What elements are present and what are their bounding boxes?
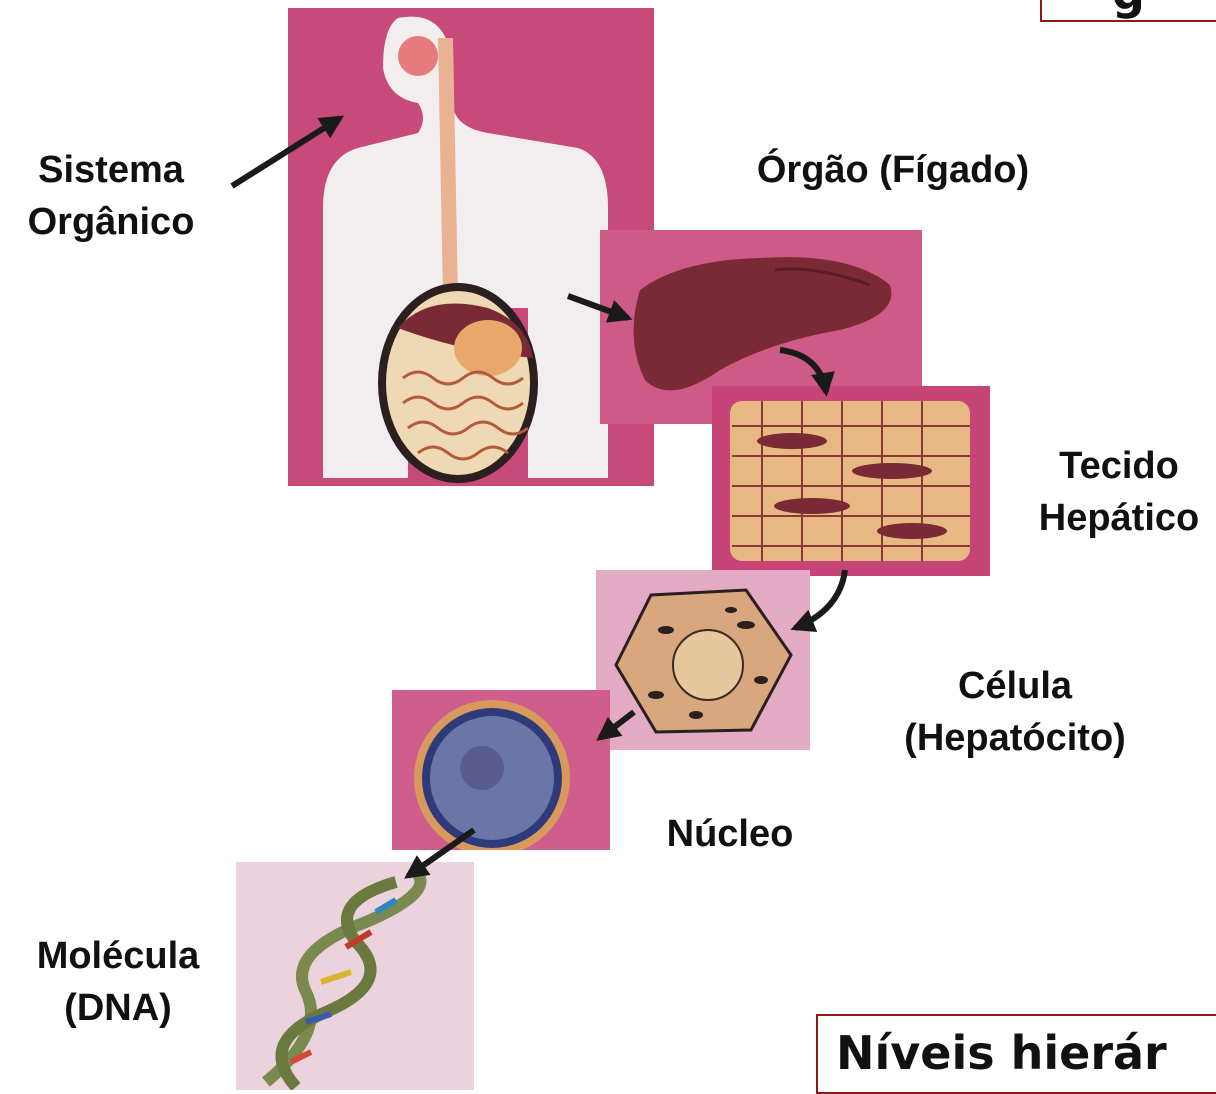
tissue-illustration xyxy=(712,386,990,576)
hierarchical-levels-box: Níveis hierár xyxy=(816,1014,1216,1094)
top-right-title-text: g xyxy=(1112,0,1145,20)
tissue-panel xyxy=(712,386,990,576)
label-molecule: Molécula (DNA) xyxy=(18,930,218,1034)
label-organ: Órgão (Fígado) xyxy=(728,144,1058,196)
dna-illustration xyxy=(236,862,474,1090)
hierarchical-levels-text: Níveis hierár xyxy=(836,1026,1167,1080)
label-organ-system: Sistema Orgânico xyxy=(16,144,206,248)
label-tissue: Tecido Hepático xyxy=(1022,440,1216,544)
cell-panel xyxy=(596,570,810,750)
cell-illustration xyxy=(596,570,810,750)
label-nucleus: Núcleo xyxy=(630,808,830,860)
top-right-title-box: g xyxy=(1040,0,1216,22)
dna-panel xyxy=(236,862,474,1090)
nucleus-panel xyxy=(392,690,610,850)
nucleus-illustration xyxy=(392,690,610,850)
label-cell: Célula (Hepatócito) xyxy=(870,660,1160,764)
